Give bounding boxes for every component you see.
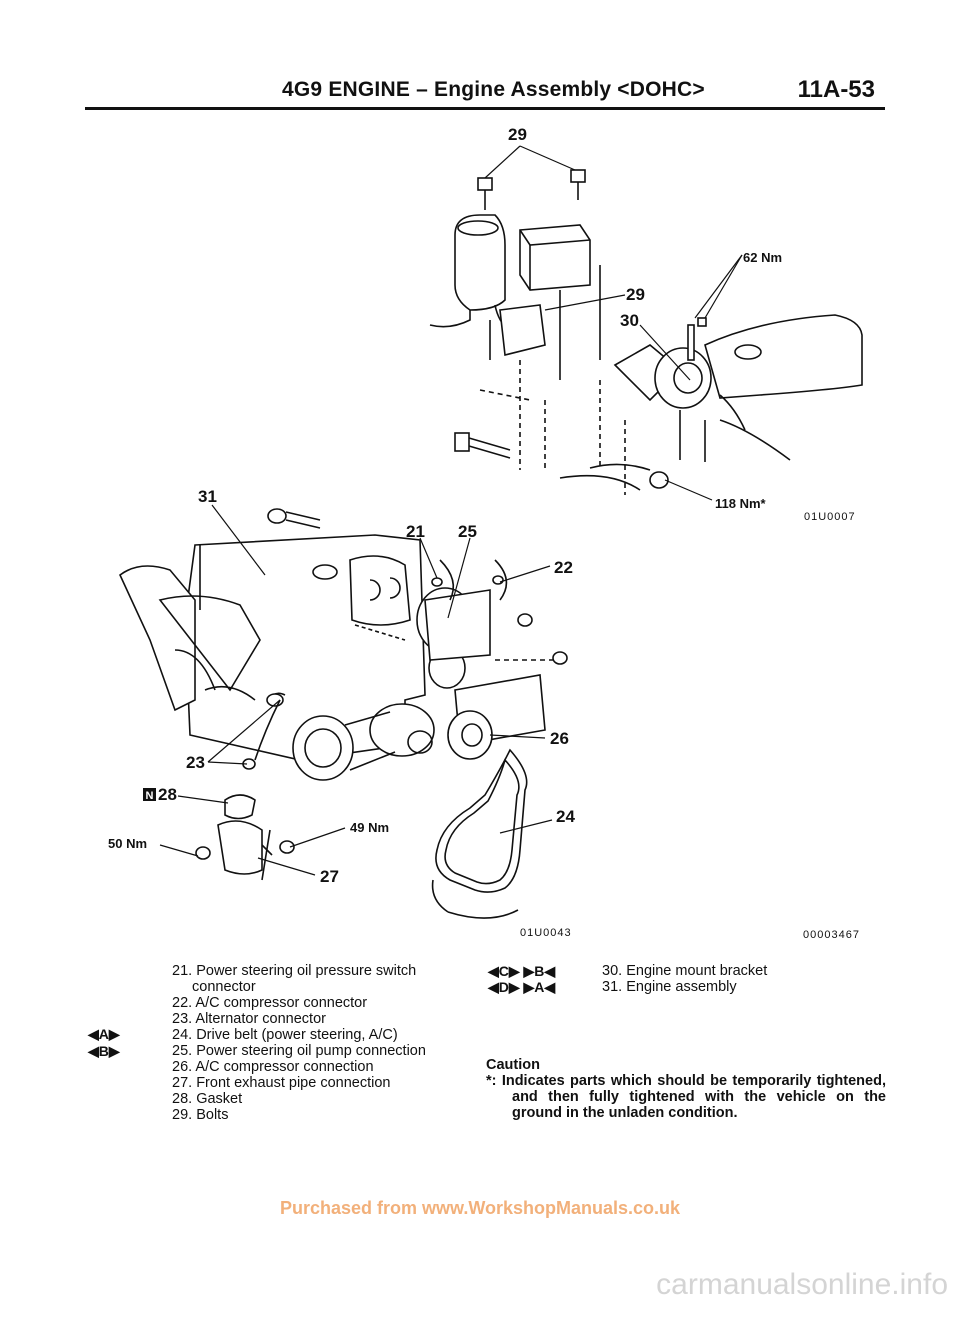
callout-62nm: 62 Nm: [743, 250, 782, 265]
site-watermark: carmanualsonline.info: [656, 1268, 948, 1301]
callout-29-top: 29: [508, 125, 527, 144]
legend-left: 21. Power steering oil pressure switch c…: [172, 963, 482, 1123]
ps-pump-bracket: [489, 224, 601, 380]
legend-item-25: 25. Power steering oil pump connection: [172, 1043, 426, 1059]
drive-belt: [431, 748, 528, 919]
callout-25: 25: [458, 522, 477, 541]
long-bolt: [454, 432, 511, 459]
symbol-row-31: ◀D▶ ▶A◀: [488, 979, 556, 995]
callout-118nm: 118 Nm*: [715, 496, 767, 511]
callout-31: 31: [198, 487, 217, 506]
caution-title: Caution: [486, 1057, 540, 1073]
callout-26: 26: [550, 729, 569, 748]
symbols-right: ◀C▶ ▶B◀ ◀D▶ ▶A◀: [488, 963, 600, 995]
callout-23: 23: [186, 753, 205, 772]
purchase-footer: Purchased from www.WorkshopManuals.co.uk: [279, 1198, 681, 1218]
bolt-29-left: [477, 177, 493, 210]
callout-30: 30: [620, 311, 639, 330]
alignment-dashes: [479, 360, 626, 495]
symbol-row-30: ◀C▶ ▶B◀: [488, 963, 556, 979]
caution-note: Caution *: Indicates parts which should …: [486, 1057, 886, 1121]
callout-24: 24: [556, 807, 575, 826]
legend-item-22: 22. A/C compressor connector: [172, 995, 368, 1011]
header-rule: [85, 107, 885, 110]
legend-item-23: 23. Alternator connector: [172, 1011, 326, 1027]
page-title: 4G9 ENGINE – Engine Assembly <DOHC>: [282, 78, 705, 101]
callout-21: 21: [406, 522, 425, 541]
callout-28: 28: [158, 785, 177, 804]
page-number: 11A-53: [797, 76, 875, 103]
legend-item-21: 21. Power steering oil pressure switch c…: [172, 963, 417, 995]
callout-49nm: 49 Nm: [350, 820, 389, 835]
callout-50nm: 50 Nm: [108, 836, 147, 851]
connectors: [242, 575, 504, 770]
bolt-29-right: [570, 169, 586, 200]
legend-item-30: 30. Engine mount bracket: [602, 963, 768, 979]
legend-item-28: 28. Gasket: [172, 1091, 243, 1107]
n-badge-letter: N: [146, 790, 154, 802]
legend-right: 30. Engine mount bracket 31. Engine asse…: [602, 963, 892, 995]
diagram-linework: [119, 169, 863, 919]
callout-27: 27: [320, 867, 339, 886]
engine-block: [119, 534, 426, 761]
legend-item-27: 27. Front exhaust pipe connection: [172, 1075, 391, 1091]
figure-ref-3: 00003467: [803, 929, 860, 940]
engine-assembly-diagram: 29 62 Nm 29 30 118 Nm* 31 21 25 22 26 23…: [108, 125, 863, 940]
mount-nut: [559, 463, 669, 491]
legend-item-24: 24. Drive belt (power steering, A/C): [172, 1027, 398, 1043]
callout-29-mid: 29: [626, 285, 645, 304]
n-badge-icon: [143, 788, 156, 801]
body-panel: [704, 314, 863, 461]
callout-22: 22: [554, 558, 573, 577]
figure-ref-1: 01U0007: [804, 511, 856, 523]
legend-item-31: 31. Engine assembly: [602, 979, 737, 995]
page-header: 4G9 ENGINE – Engine Assembly <DOHC> 11A-…: [85, 76, 885, 110]
symbol-b: ◀B▶: [88, 1043, 120, 1059]
caution-text: *: Indicates parts which should be tempo…: [486, 1073, 886, 1121]
exhaust-connection: [195, 794, 295, 881]
symbol-a: ◀A▶: [88, 1026, 120, 1042]
leader-lines: [159, 145, 743, 876]
legend-item-26: 26. A/C compressor connection: [172, 1059, 374, 1075]
legend-item-29: 29. Bolts: [172, 1107, 229, 1123]
ps-pump: [424, 559, 533, 661]
engine-top-bolt: [267, 508, 321, 529]
alternator: [266, 692, 396, 781]
figure-ref-2: 01U0043: [520, 927, 572, 939]
engine-mount-bracket: [613, 317, 712, 462]
ac-compressor: [447, 651, 568, 760]
